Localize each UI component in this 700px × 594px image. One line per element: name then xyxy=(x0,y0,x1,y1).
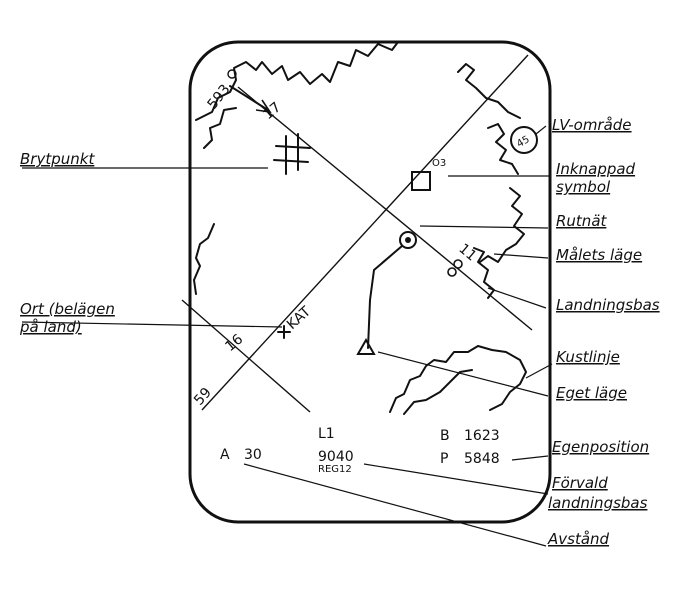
readout-base-reg: REG12 xyxy=(318,464,352,475)
label-rutnat: Rutnät xyxy=(556,212,608,230)
land-fragment-left xyxy=(193,223,215,295)
display-frame xyxy=(188,40,552,524)
label-lv-omrade: LV-område xyxy=(552,116,632,134)
label-kustlinje: Kustlinje xyxy=(556,348,620,366)
heading-arrow xyxy=(227,69,272,114)
label-landningsbas: Landningsbas xyxy=(556,296,660,314)
readout-base-number: 9040 xyxy=(318,449,354,465)
symbol-code: O3 xyxy=(432,158,446,169)
own-position-marker xyxy=(356,245,403,355)
place-name: KAT xyxy=(284,303,314,333)
label-pa-land: på land) xyxy=(19,318,82,336)
label-forvald-landningsbas: landningsbas xyxy=(548,494,648,512)
place-marker-cross xyxy=(277,325,291,339)
label-egenposition: Egenposition xyxy=(552,438,649,456)
lv-area-circle xyxy=(510,126,538,154)
waypoint-hatch xyxy=(273,133,311,175)
readout-p-label: P xyxy=(440,451,448,467)
label-ort: Ort (belägen xyxy=(20,300,115,318)
readout-a-value: 30 xyxy=(244,447,262,463)
grid-lines xyxy=(181,54,533,413)
label-symbol: symbol xyxy=(556,178,611,196)
readout-l1: L1 xyxy=(318,426,335,442)
grid-number-16: 16 xyxy=(222,331,246,355)
label-inknappad: Inknappad xyxy=(556,160,636,178)
lv-area-value: 45 xyxy=(515,134,532,150)
target-position-marker xyxy=(399,231,417,249)
readout-p-value: 5848 xyxy=(464,451,500,467)
label-malets-lage: Målets läge xyxy=(556,246,642,264)
label-avstand: Avstånd xyxy=(547,530,610,548)
readout-b-label: B xyxy=(440,428,450,444)
readout-a-label: A xyxy=(220,447,230,463)
leader-lines xyxy=(21,125,553,547)
landing-base-marker xyxy=(447,259,463,277)
label-eget-lage: Eget läge xyxy=(556,384,627,402)
label-forvald: Förvald xyxy=(552,474,608,492)
coastline-upper-left xyxy=(195,41,399,149)
keyed-in-symbol-square xyxy=(411,171,431,191)
grid-number-59: 59 xyxy=(191,385,215,409)
readout-b-value: 1623 xyxy=(464,428,500,444)
coastline-lower-right xyxy=(389,345,527,415)
label-brytpunkt: Brytpunkt xyxy=(20,150,95,168)
